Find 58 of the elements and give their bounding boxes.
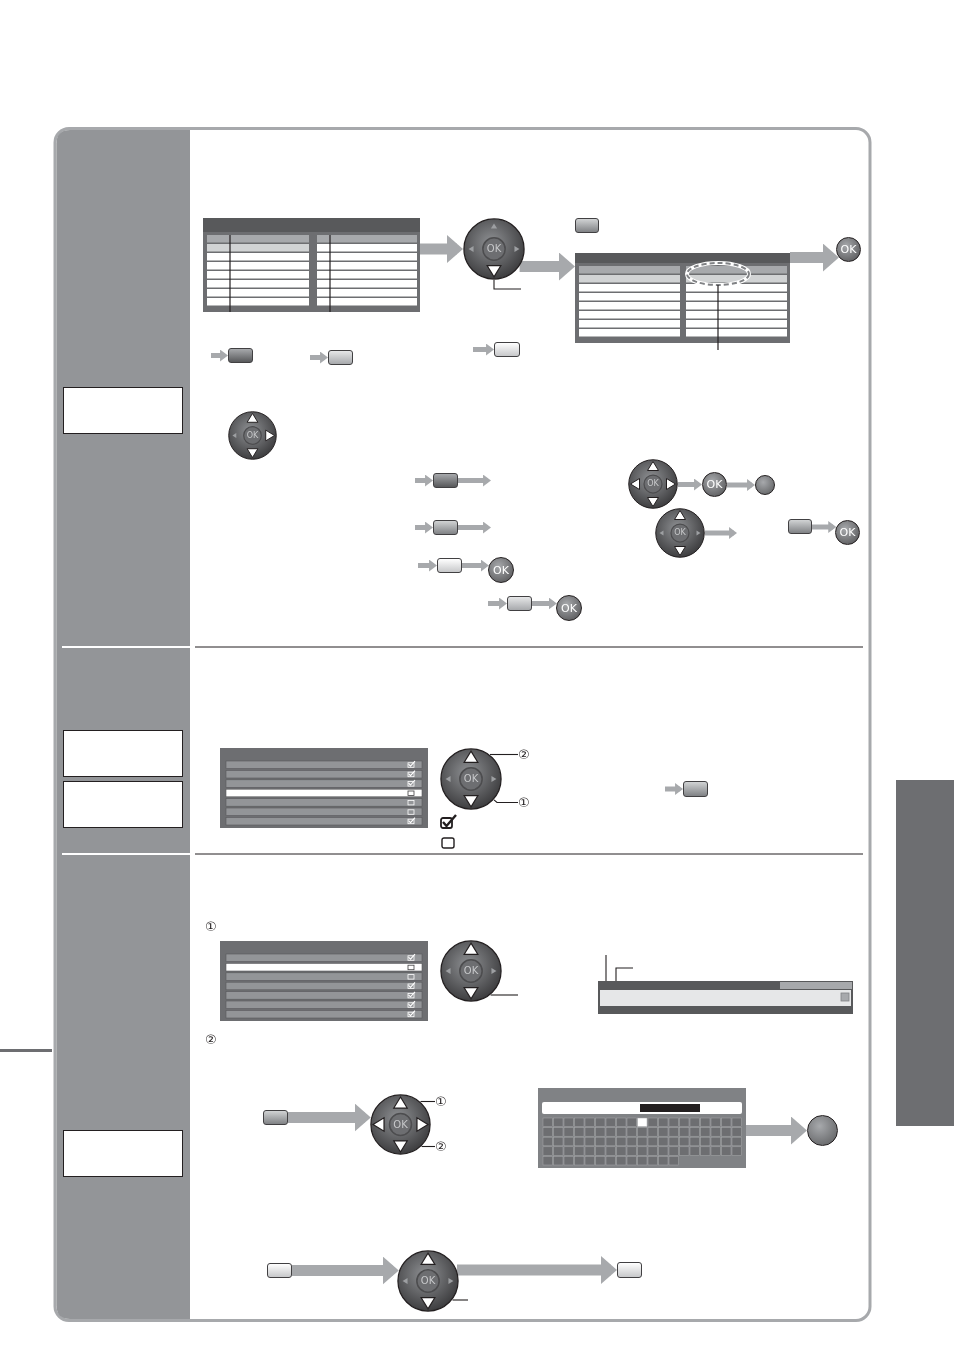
remote-key-icon xyxy=(433,473,458,488)
direction-pad: OK xyxy=(397,1250,459,1312)
direction-pad: OK xyxy=(463,218,525,280)
step-number: ② xyxy=(205,1033,217,1046)
remote-key-icon xyxy=(267,1263,292,1278)
arrow xyxy=(462,559,489,572)
direction-pad: OK xyxy=(228,411,277,460)
arrow xyxy=(457,1256,617,1284)
arrow xyxy=(705,527,738,539)
bar-screen xyxy=(598,981,853,1014)
arrow xyxy=(211,349,229,362)
remote-key-icon xyxy=(263,1110,288,1125)
character-grid-screen xyxy=(538,1088,746,1168)
leader-line xyxy=(493,279,522,290)
direction-pad: OK xyxy=(370,1094,431,1155)
callout-number: ② xyxy=(518,748,530,761)
remote-key-icon xyxy=(328,350,353,365)
arrow xyxy=(488,597,508,610)
callout-number: ② xyxy=(435,1140,447,1153)
arrow xyxy=(415,474,434,487)
remote-key-icon xyxy=(437,558,462,573)
remote-key-icon xyxy=(683,781,708,797)
arrow xyxy=(532,597,557,610)
arrow xyxy=(418,559,438,572)
side-tab xyxy=(896,780,954,1126)
remote-key-icon xyxy=(228,348,253,363)
arrow xyxy=(415,521,434,534)
remote-key-icon xyxy=(507,596,532,611)
arrow xyxy=(746,1116,807,1145)
arrow xyxy=(473,343,495,356)
arrow xyxy=(812,521,837,533)
callout-number: ① xyxy=(435,1095,447,1108)
callout-number: ① xyxy=(518,796,530,809)
step-number: ① xyxy=(205,920,217,933)
remote-key-icon xyxy=(788,519,812,534)
arrow xyxy=(292,1256,399,1285)
arrow xyxy=(420,235,463,263)
arrow xyxy=(458,521,492,534)
table-screen xyxy=(203,218,420,312)
table-screen xyxy=(575,253,790,350)
menu-screen xyxy=(220,941,428,1021)
arrow xyxy=(790,243,839,272)
arrow xyxy=(310,351,329,364)
direction-pad: OK xyxy=(440,940,502,1002)
direction-pad: OK xyxy=(655,508,705,558)
remote-key-icon xyxy=(617,1262,642,1278)
arrow xyxy=(288,1103,371,1132)
remote-key-icon xyxy=(494,342,520,357)
arrow xyxy=(458,474,492,487)
arrow xyxy=(727,479,756,491)
remote-key-icon xyxy=(433,520,458,535)
direction-pad: OK xyxy=(440,748,502,810)
direction-pad: OK xyxy=(628,459,678,509)
arrow xyxy=(665,783,684,795)
menu-screen xyxy=(220,748,428,828)
arrow xyxy=(678,478,703,491)
leader-line xyxy=(615,967,634,982)
leader-line xyxy=(605,954,607,982)
